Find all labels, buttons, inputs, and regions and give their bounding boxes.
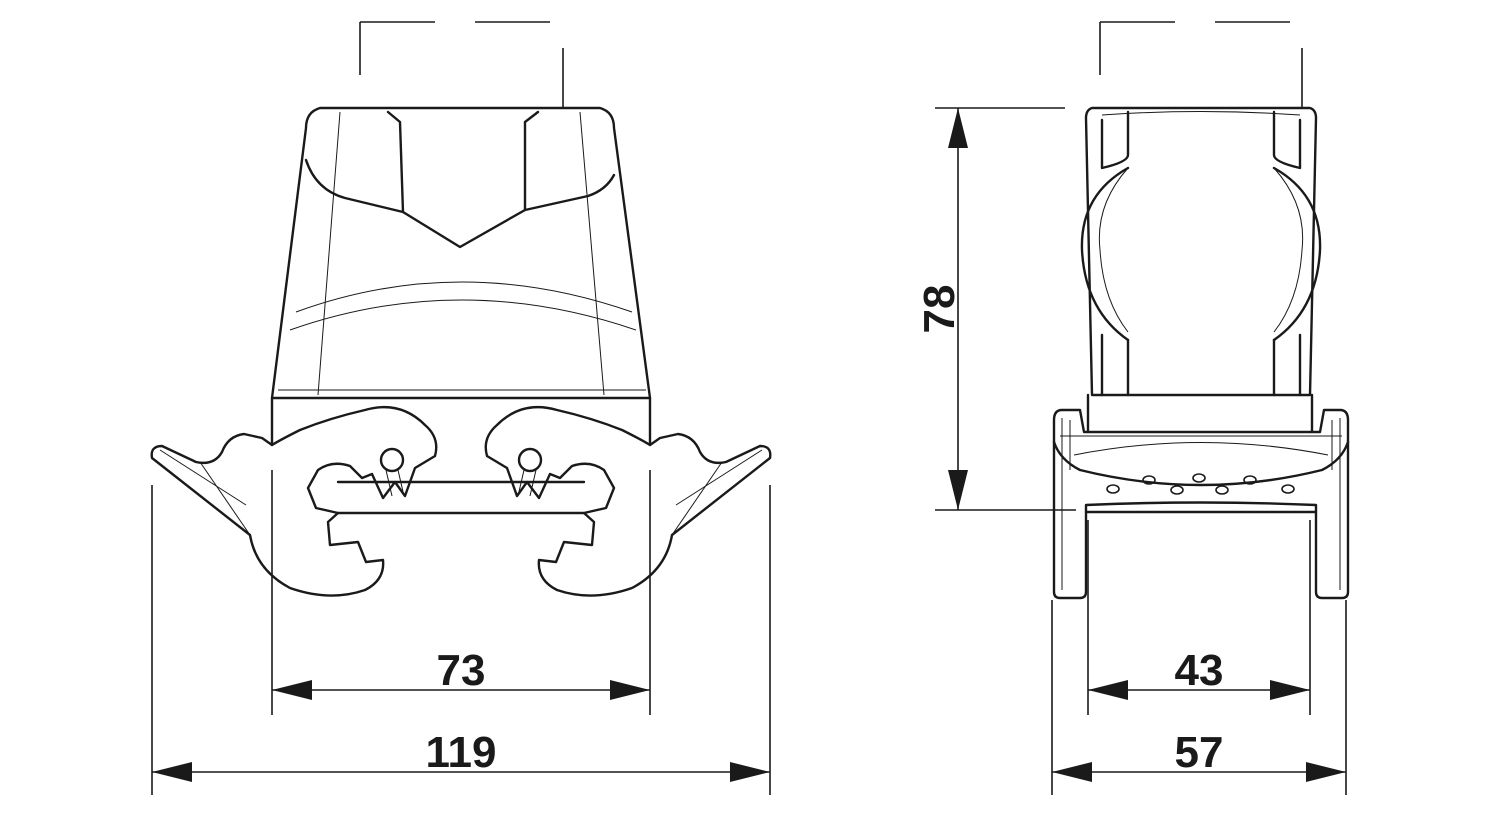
side-hood-body [1084, 106, 1318, 397]
dimension-label-43: 43 [1175, 646, 1224, 695]
side-vent-holes [1106, 473, 1295, 495]
side-base [1086, 393, 1314, 434]
side-dimensions: 78 43 57 [915, 107, 1347, 795]
side-view [1052, 21, 1350, 600]
front-view [150, 21, 772, 597]
side-hood-strip-left [1100, 110, 1130, 170]
front-middle-bar [336, 480, 586, 515]
front-dimensions: 73 119 [151, 470, 771, 795]
side-lever-housing [1052, 408, 1350, 600]
side-oval-bulge [1080, 166, 1322, 342]
front-base [270, 396, 652, 447]
side-cable-outline [1099, 21, 1303, 108]
front-right-lever [484, 406, 772, 597]
dimension-label-57: 57 [1175, 728, 1224, 777]
side-hood-strip-right [1272, 110, 1302, 170]
front-left-lever [150, 406, 438, 597]
dimension-label-78: 78 [915, 285, 964, 334]
dimension-label-119: 119 [426, 728, 497, 777]
front-cable-outline [359, 21, 564, 108]
dimension-label-73: 73 [437, 646, 486, 695]
front-hood-cap [304, 158, 616, 249]
front-right-pin [517, 447, 543, 473]
front-left-pin [379, 447, 405, 473]
